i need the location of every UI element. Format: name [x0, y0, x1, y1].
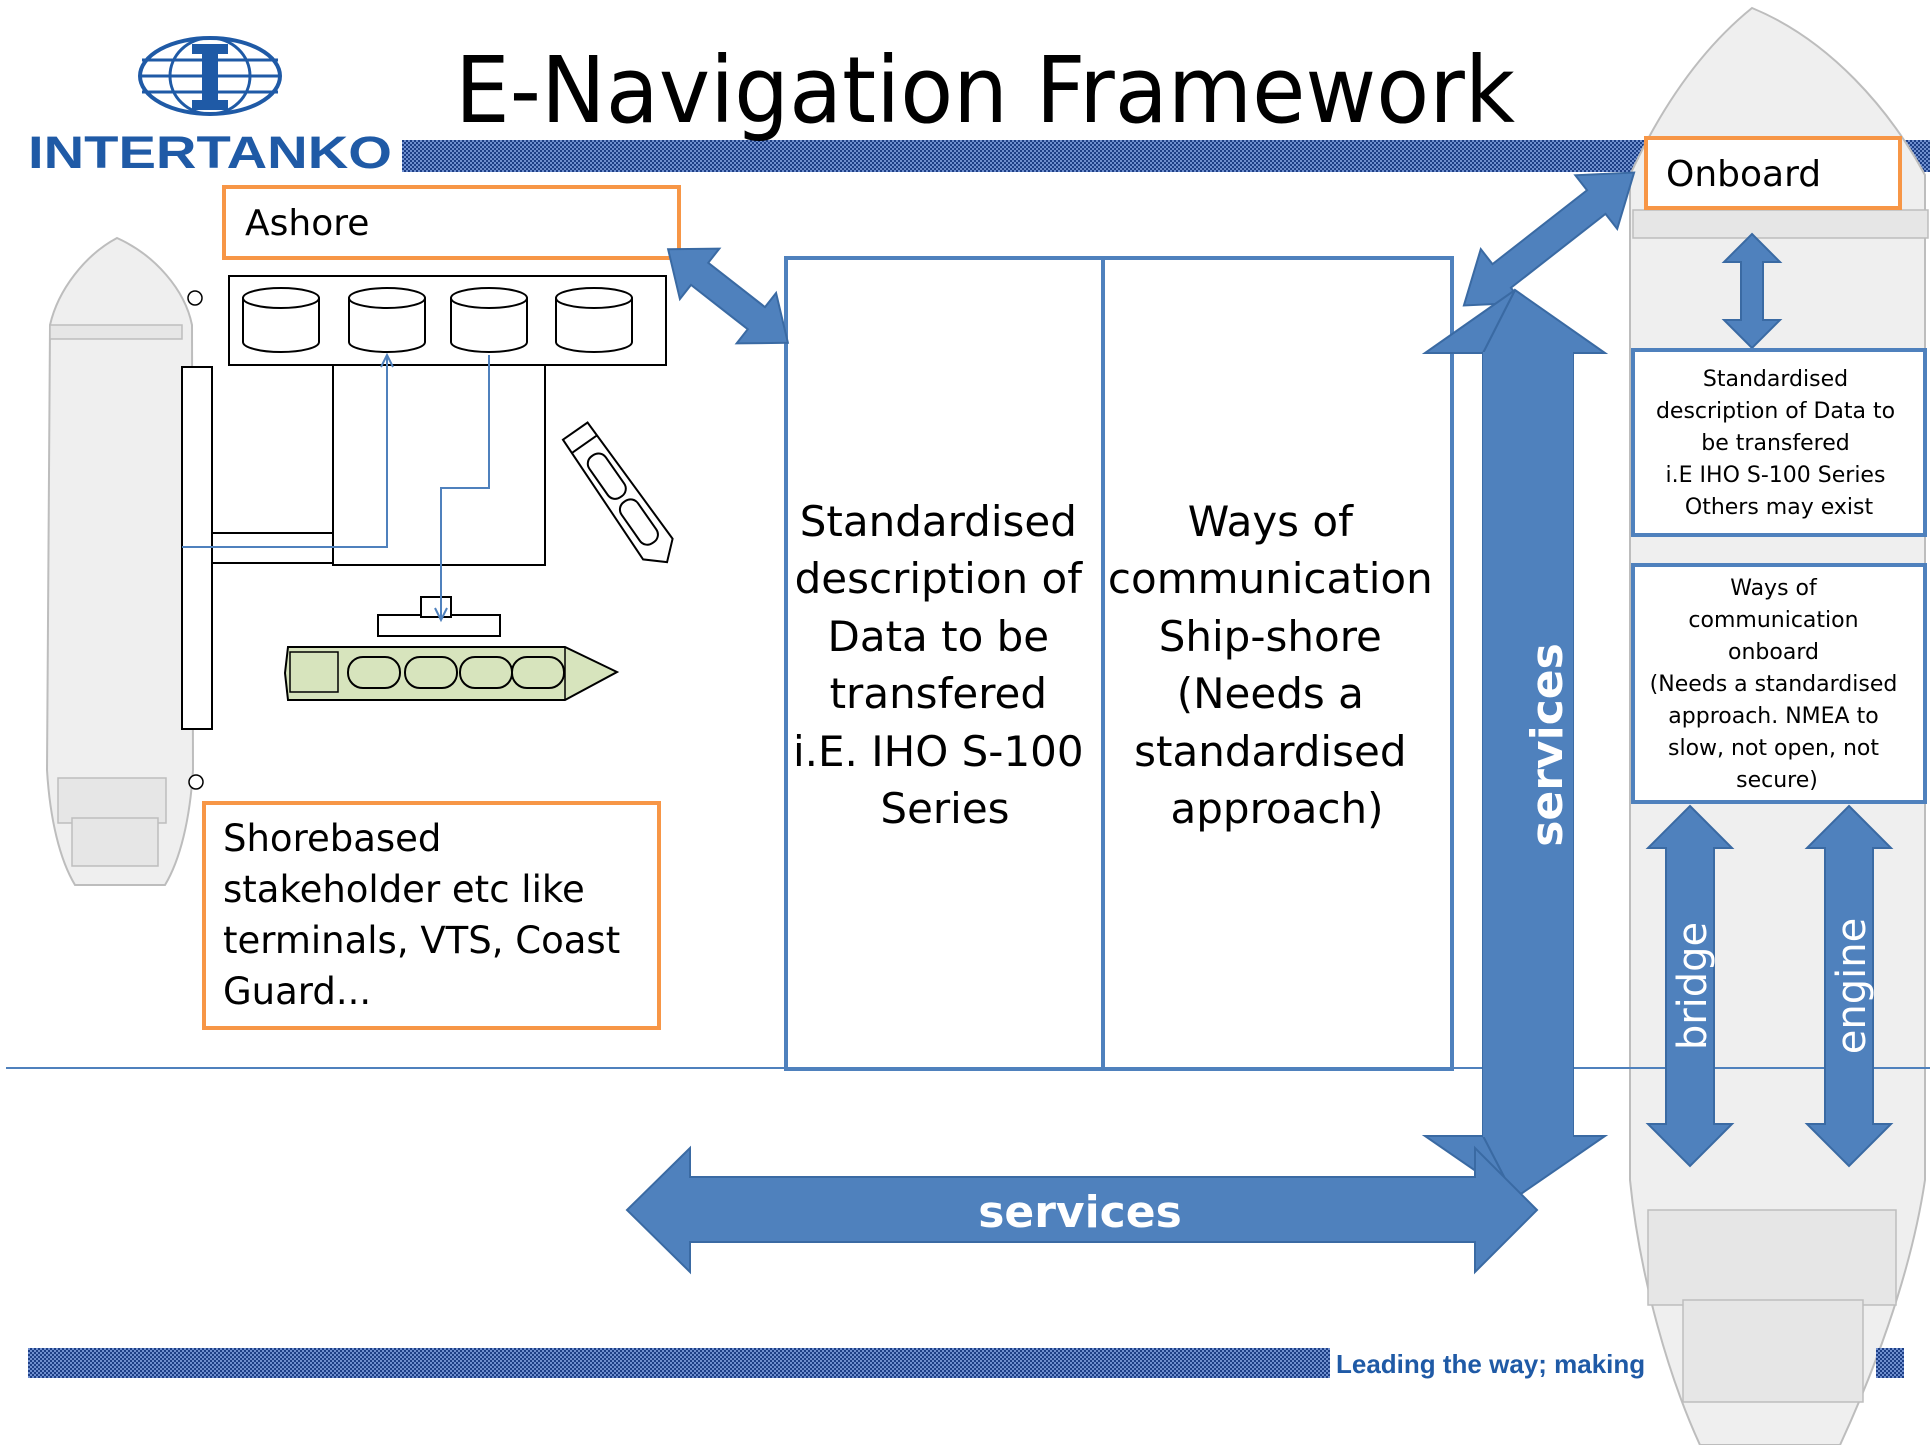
services-horizontal-label: services	[978, 1187, 1182, 1238]
database-icon	[348, 287, 426, 353]
communication-column: Ways of communication Ship-shore (Needs …	[1108, 497, 1446, 833]
small-boat-icon	[561, 421, 674, 564]
onboard-label: Onboard	[1666, 154, 1821, 195]
engine-label: engine	[1829, 918, 1875, 1054]
framework-columns-box	[784, 256, 1454, 1071]
onboard-comm-text: Ways of communication onboard (Needs a s…	[1650, 576, 1905, 793]
bridge-label: bridge	[1670, 922, 1716, 1050]
page-title: E-Navigation Framework	[455, 37, 1516, 144]
services-vertical-arrow-shaft	[1483, 352, 1573, 1137]
onboard-label-box	[1644, 136, 1902, 210]
tagline: Leading the way; making	[1336, 1349, 1645, 1379]
onboard-comm-box	[1631, 563, 1927, 804]
onboard-data-box	[1631, 348, 1927, 537]
ashore-link-arrow	[666, 247, 790, 345]
onboard-data-text: Standardised description of Data to be t…	[1656, 367, 1902, 520]
ashore-label: Ashore	[245, 203, 369, 244]
globe-logo-icon	[138, 36, 282, 116]
database-icon	[242, 287, 320, 353]
stakeholders-box	[202, 801, 661, 1030]
footer-band-right	[1876, 1348, 1904, 1378]
database-icon	[450, 287, 528, 353]
onboard-link-arrow	[1462, 171, 1636, 307]
ashore-ship-outline	[45, 236, 195, 886]
ashore-label-box	[222, 185, 681, 260]
database-icon	[555, 287, 633, 353]
logo-text: INTERTANKO	[28, 127, 392, 178]
data-flow-lines	[182, 352, 490, 623]
barge-icon	[283, 646, 620, 701]
services-vertical-arrow-head-left	[1421, 289, 1516, 354]
bridge-arrow	[1645, 804, 1735, 1168]
stakeholders-text: Shorebased stakeholder etc like terminal…	[223, 817, 632, 1013]
data-description-column: Standardised description of Data to be t…	[793, 497, 1097, 833]
services-vertical-label: services	[1522, 643, 1573, 847]
engine-arrow	[1804, 804, 1894, 1168]
services-horizontal-arrow	[625, 1145, 1539, 1275]
footer-band-left	[28, 1348, 1330, 1378]
